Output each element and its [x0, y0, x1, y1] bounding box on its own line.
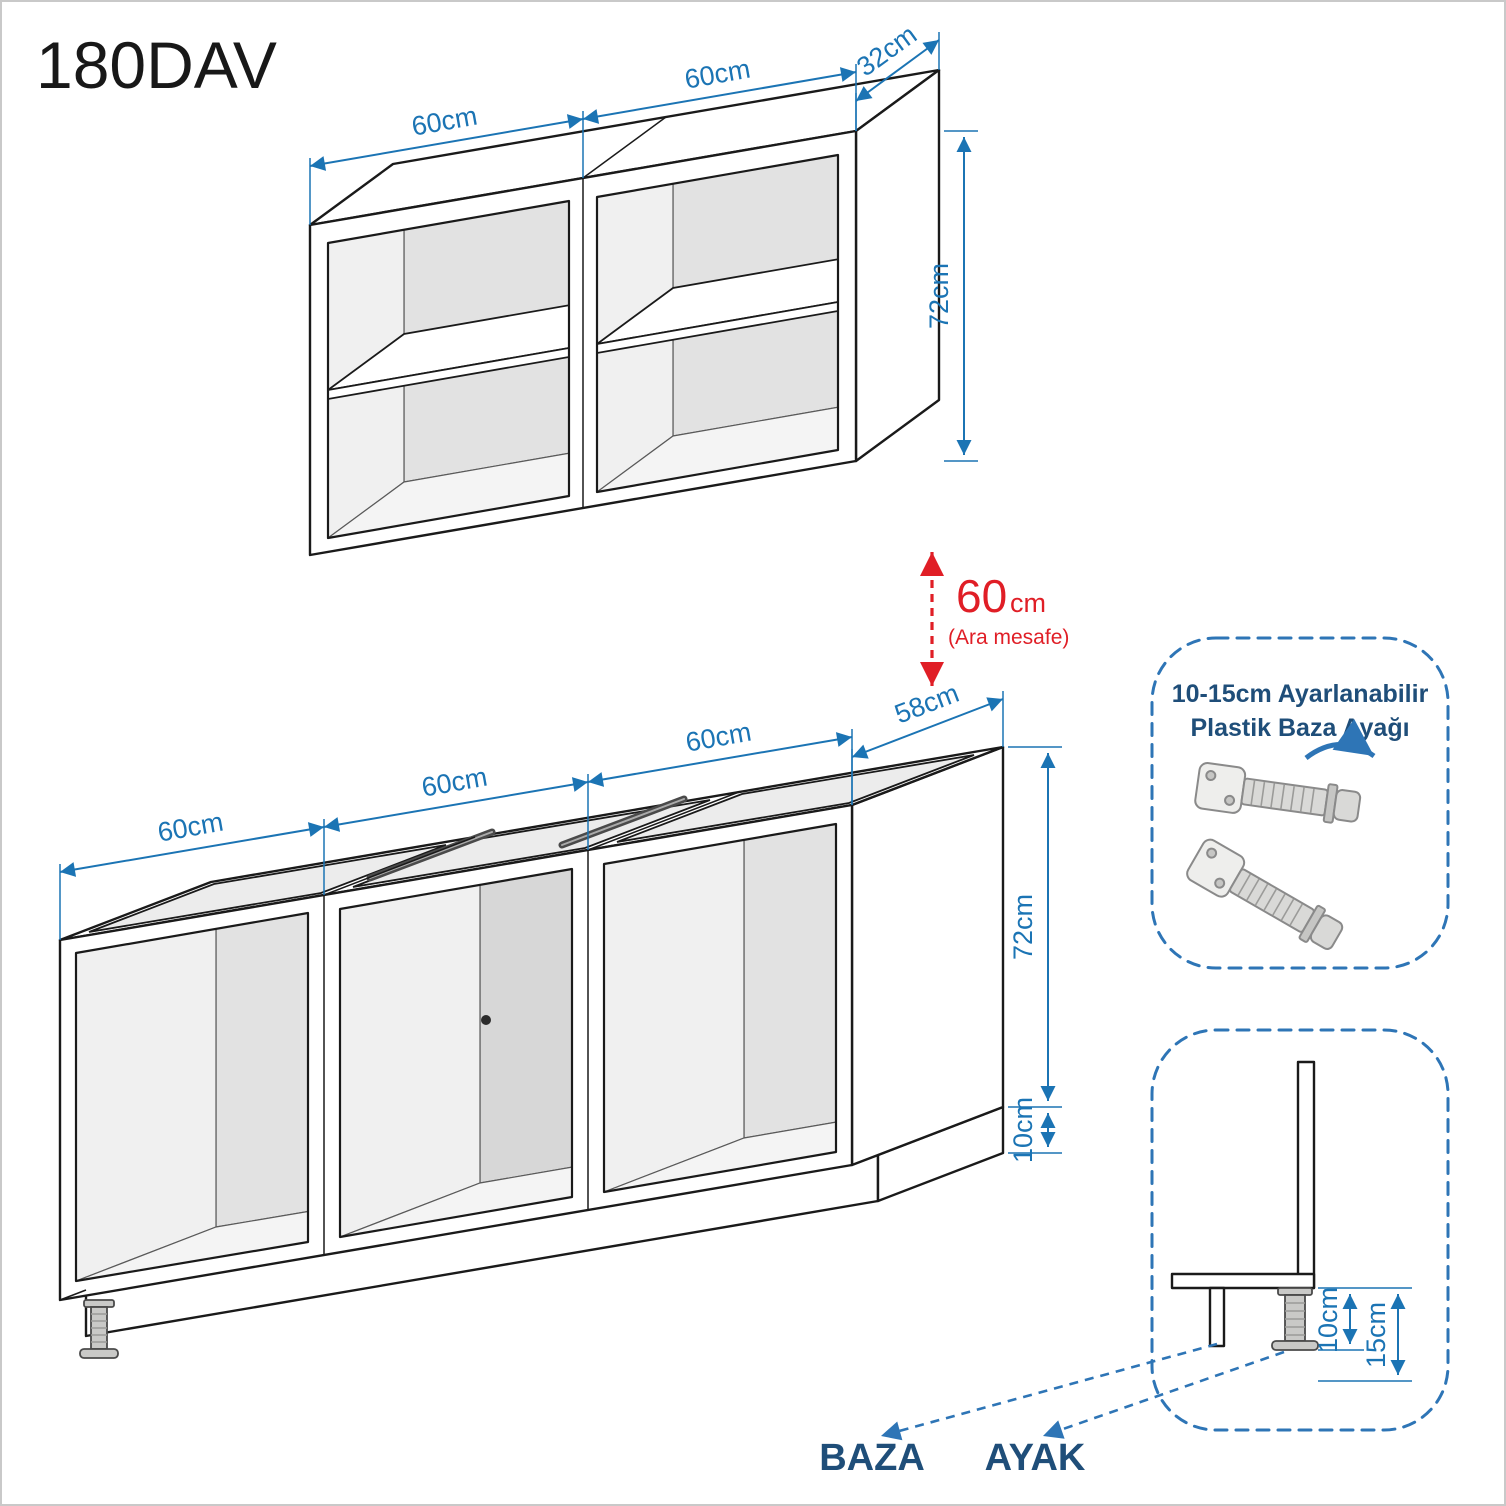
- gap-note-label: (Ara mesafe): [948, 626, 1069, 649]
- shelf-front-edge: [597, 300, 838, 355]
- leg-label: AYAK: [985, 1437, 1086, 1479]
- base-bay2-opening: [338, 867, 574, 1239]
- dim-base-bay1: [59, 822, 325, 877]
- callout-leaders: BAZA AYAK: [819, 1342, 1285, 1479]
- dim-label-base-height: 72cm: [1008, 894, 1038, 960]
- detail-side-panel: [1296, 1060, 1316, 1290]
- gap-value-label: 60: [956, 570, 1007, 622]
- wall-cabinet-bay2-opening: [595, 153, 840, 494]
- dim-label-upper-bay1: 60cm: [409, 101, 479, 142]
- leg-foot: [79, 1348, 119, 1359]
- dim-label-base-depth: 58cm: [891, 678, 963, 730]
- leg-callout-border: [1150, 636, 1450, 970]
- detail-plinth-board: [1208, 1286, 1226, 1348]
- detail-leg: [1271, 1287, 1319, 1351]
- plinth-label: BAZA: [819, 1437, 925, 1479]
- baza-leader-arrow: [880, 1342, 1218, 1441]
- base-detail-callout: 10cm 15cm: [1150, 1028, 1450, 1432]
- gap-dimension: 60 cm (Ara mesafe): [920, 552, 1069, 686]
- dim-label-base-bay3: 60cm: [683, 717, 753, 758]
- wall-cabinet-dimensions: 60cm 60cm 32cm 72cm: [309, 19, 978, 462]
- dim-label-detail-total: 15cm: [1361, 1302, 1391, 1368]
- front-left-leg: [79, 1299, 119, 1359]
- detail-leg-foot: [1271, 1340, 1319, 1351]
- wall-cabinet-top-seam: [582, 116, 667, 179]
- base-bay3-opening: [602, 822, 838, 1194]
- base-detail-border: [1150, 1028, 1450, 1432]
- adjustable-leg-icon-1: [1194, 762, 1362, 824]
- dim-label-detail-leg: 10cm: [1313, 1287, 1343, 1353]
- base-bay1-opening: [74, 911, 310, 1283]
- dim-label-upper-bay2: 60cm: [682, 54, 752, 95]
- dim-upper-depth: [855, 39, 940, 102]
- dim-upper-bay2: [582, 67, 857, 124]
- base-top-seam-2: [587, 791, 740, 851]
- dim-label-base-bay1: 60cm: [155, 807, 225, 848]
- detail-bottom-panel: [1170, 1272, 1316, 1290]
- leg-callout-line2: Plastik Baza Ayağı: [1190, 714, 1409, 742]
- rotate-arrow-icon: [1304, 719, 1376, 761]
- base-cabinet-dimensions: 60cm 60cm 60cm 58cm 72cm 10cm: [59, 678, 1062, 1163]
- gap-unit-label: cm: [1010, 588, 1046, 618]
- dim-base-depth: [851, 697, 1004, 759]
- model-title: 180DAV: [36, 28, 277, 102]
- base-cabinet-right-face: [850, 745, 1005, 1167]
- ayak-leader-arrow: [1042, 1350, 1285, 1439]
- dim-label-base-plinth: 10cm: [1008, 1097, 1038, 1163]
- base-top-seam-1: [323, 836, 476, 896]
- wall-cabinet-bay1-opening: [326, 199, 571, 540]
- dim-label-base-bay2: 60cm: [419, 762, 489, 803]
- dim-upper-bay1: [309, 114, 584, 171]
- dim-base-bay2: [323, 777, 589, 832]
- dim-label-upper-height: 72cm: [924, 263, 954, 329]
- cam-lock-mark: [481, 1015, 491, 1025]
- shelf-front-edge: [328, 346, 569, 401]
- dim-label-upper-depth: 32cm: [851, 19, 922, 82]
- base-cabinet-drawing: [58, 745, 1005, 1359]
- dim-base-bay3: [587, 732, 853, 787]
- base-bay1-top-opening: [88, 844, 447, 933]
- wall-cabinet-drawing: [308, 68, 941, 557]
- adjustable-leg-icon-2: [1186, 838, 1344, 950]
- drawer-slide-rails: [366, 795, 688, 882]
- leg-info-callout: 10-15cm Ayarlanabilir Plastik Baza Ayağı: [1150, 636, 1450, 970]
- leg-callout-line1: 10-15cm Ayarlanabilir: [1172, 680, 1429, 708]
